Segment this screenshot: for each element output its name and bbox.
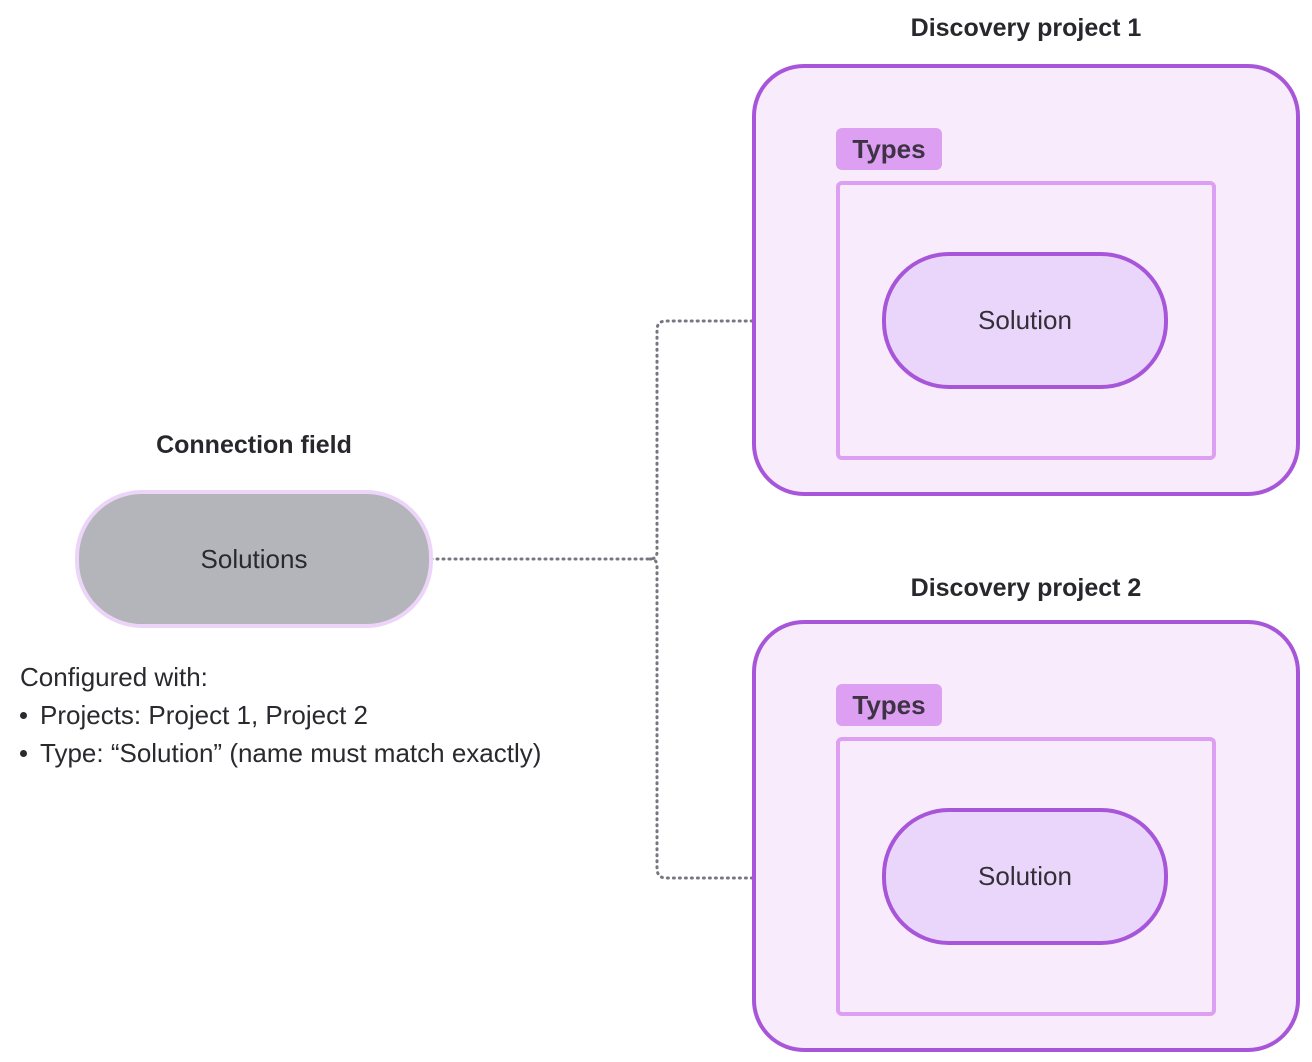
configuration-intro: Configured with: [20, 662, 208, 692]
project-1-types-tag: Types [836, 128, 942, 170]
project-1-heading: Discovery project 1 [910, 14, 1142, 42]
project-1-types-frame [836, 181, 1216, 460]
project-2-types-frame [836, 737, 1216, 1016]
configuration-list: Projects: Project 1, Project 2 Type: “So… [20, 696, 700, 772]
configuration-item-type: Type: “Solution” (name must match exactl… [20, 734, 700, 772]
configuration-notes: Configured with: Projects: Project 1, Pr… [20, 658, 700, 772]
solutions-connection-node[interactable]: Solutions [75, 490, 433, 628]
project-1-solution-node[interactable]: Solution [882, 252, 1168, 389]
project-2-types-tag: Types [836, 684, 942, 726]
project-2-heading: Discovery project 2 [910, 574, 1142, 602]
connection-field-heading: Connection field [156, 431, 352, 459]
configuration-item-projects: Projects: Project 1, Project 2 [20, 696, 700, 734]
project-2-solution-node[interactable]: Solution [882, 808, 1168, 945]
